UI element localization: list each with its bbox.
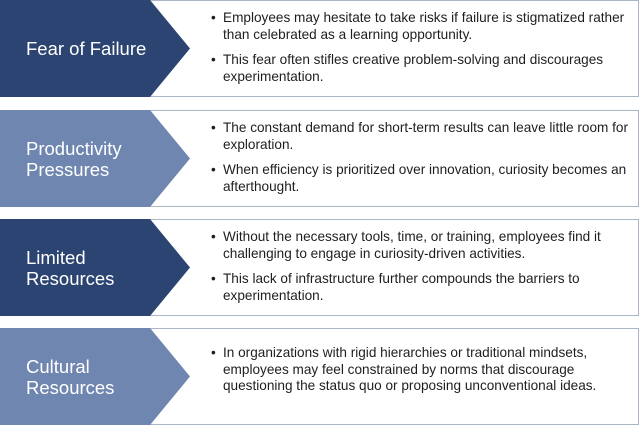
- bullet-item: Without the necessary tools, time, or tr…: [211, 229, 631, 262]
- row-productivity-pressures: Productivity Pressures The constant dema…: [0, 110, 641, 207]
- label-text: Fear of Failure: [26, 38, 147, 59]
- row-label-cultural-resources: Cultural Resources: [0, 328, 190, 425]
- bullet-item: In organizations with rigid hierarchies …: [211, 345, 631, 395]
- row-limited-resources: Limited Resources Without the necessary …: [0, 219, 641, 316]
- row-label-productivity-pressures: Productivity Pressures: [0, 110, 190, 207]
- row-label-fear-of-failure: Fear of Failure: [0, 0, 190, 97]
- label-text: Cultural Resources: [26, 355, 115, 398]
- bullet-list: In organizations with rigid hierarchies …: [211, 345, 631, 404]
- bullet-item: This fear often stifles creative problem…: [211, 52, 631, 85]
- row-cultural-resources: Cultural Resources In organizations with…: [0, 328, 641, 425]
- bullet-list: Without the necessary tools, time, or tr…: [211, 229, 631, 313]
- bullet-item: Employees may hesitate to take risks if …: [211, 10, 631, 43]
- label-text: Productivity Pressures: [26, 137, 122, 180]
- bullet-list: The constant demand for short-term resul…: [211, 120, 631, 204]
- bullet-item: The constant demand for short-term resul…: [211, 120, 631, 153]
- label-text: Limited Resources: [26, 246, 115, 289]
- bullet-item: When efficiency is prioritized over inno…: [211, 162, 631, 195]
- bullet-list: Employees may hesitate to take risks if …: [211, 10, 631, 94]
- row-fear-of-failure: Fear of Failure Employees may hesitate t…: [0, 0, 641, 97]
- row-label-limited-resources: Limited Resources: [0, 219, 190, 316]
- bullet-item: This lack of infrastructure further comp…: [211, 271, 631, 304]
